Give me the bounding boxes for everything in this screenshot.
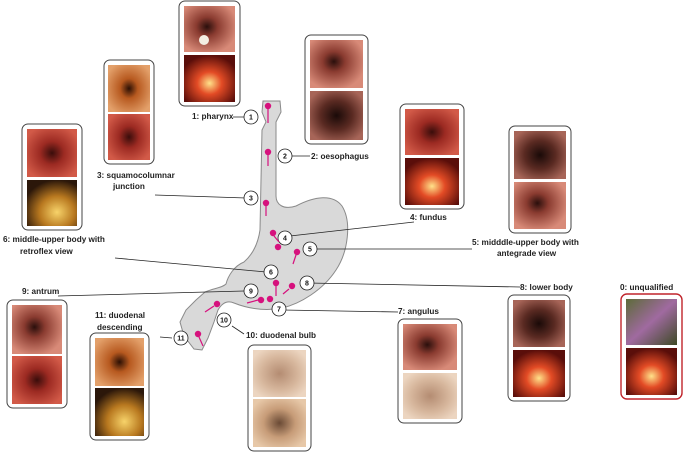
station-11-marker: 11 (173, 330, 189, 346)
label-antrum: 9: antrum (22, 287, 59, 296)
antegrade-image-2 (514, 182, 566, 229)
card-duodenal-bulb (247, 344, 312, 452)
path-dot (272, 279, 280, 287)
label-lower-body: 8: lower body (520, 283, 573, 292)
antegrade-image-1 (514, 131, 566, 179)
label-oesophagus: 2: oesophagus (311, 152, 369, 161)
card-squamocolumnar (103, 59, 155, 165)
bulb-image-2 (253, 399, 306, 447)
station-7-marker: 7 (271, 301, 287, 317)
label-descending-line2: descending (97, 323, 143, 332)
station-8-number: 8 (305, 281, 309, 288)
station-6-number: 6 (269, 270, 273, 277)
station-7-number: 7 (277, 307, 281, 314)
path-dot (266, 295, 274, 303)
path-dot (269, 229, 277, 237)
label-fundus: 4: fundus (410, 213, 447, 222)
oesophagus-image-1 (310, 40, 363, 88)
antrum-image-2 (12, 356, 62, 404)
scope-path-markers (194, 102, 301, 347)
path-dot (213, 300, 221, 308)
card-angulus (397, 318, 463, 424)
unqualified-image-1 (626, 299, 677, 345)
card-lower-body (507, 294, 571, 402)
angulus-image-2 (403, 373, 457, 419)
sqj-image-2 (108, 114, 150, 160)
label-retroflex-line2: retroflex view (20, 247, 73, 256)
label-pharynx: 1: pharynx (192, 112, 234, 121)
station-markers: 1 2 3 4 5 6 7 8 9 10 11 (173, 109, 318, 346)
pharynx-image-1 (184, 6, 235, 52)
station-4-marker: 4 (277, 230, 293, 246)
bulb-image-1 (253, 350, 306, 397)
path-dot (257, 296, 265, 304)
station-9-number: 9 (249, 289, 253, 296)
label-unqualified: 0: unqualified (620, 283, 673, 292)
path-dot (274, 243, 282, 251)
station-6-marker: 6 (263, 264, 279, 280)
station-10-marker: 10 (216, 312, 232, 328)
station-9-marker: 9 (243, 283, 259, 299)
leader-lines (57, 116, 521, 339)
label-angulus: 7: angulus (398, 307, 439, 316)
lower-body-image-1 (513, 300, 565, 347)
retroflex-image-2 (27, 180, 77, 226)
card-pharynx (178, 0, 241, 107)
label-retroflex-line1: 6: middle-upper body with (3, 235, 105, 244)
path-dot (264, 102, 272, 110)
oesophagus-image-2 (310, 91, 363, 140)
card-duodenal-descending (89, 332, 150, 441)
card-unqualified (620, 293, 683, 400)
path-dot (262, 199, 270, 207)
label-sqj-line2: junction (112, 182, 145, 191)
unqualified-image-2 (626, 348, 677, 395)
card-retroflex (21, 123, 83, 231)
label-descending-line1: 11: duodenal (95, 311, 145, 320)
descending-image-2 (95, 388, 144, 436)
lower-body-image-2 (513, 350, 565, 397)
station-8-marker: 8 (299, 275, 315, 291)
path-dot (264, 148, 272, 156)
label-antegrade-line1: 5: midddle-upper body with (472, 238, 579, 247)
path-dot (288, 282, 296, 290)
card-fundus (399, 103, 465, 210)
station-3-number: 3 (249, 196, 253, 203)
fundus-image-1 (405, 109, 459, 155)
retroflex-image-1 (27, 129, 77, 177)
descending-image-1 (95, 338, 144, 386)
station-5-number: 5 (308, 247, 312, 254)
card-antrum (6, 299, 68, 409)
station-labels: 1: pharynx 2: oesophagus 3: squamocolumn… (3, 112, 673, 340)
angulus-image-1 (403, 324, 457, 370)
label-antegrade-line2: antegrade view (497, 249, 557, 258)
card-antegrade (508, 125, 572, 234)
station-2-number: 2 (283, 154, 287, 161)
station-11-number: 11 (177, 336, 185, 343)
fundus-image-2 (405, 158, 459, 205)
station-10-number: 10 (220, 318, 228, 325)
path-dot (194, 330, 202, 338)
station-5-marker: 5 (302, 241, 318, 257)
path-dot (293, 248, 301, 256)
station-2-marker: 2 (277, 148, 293, 164)
label-duodenal-bulb: 10: duodenal bulb (246, 331, 316, 340)
label-sqj-line1: 3: squamocolumnar (97, 171, 176, 180)
antrum-image-1 (12, 305, 62, 354)
station-3-marker: 3 (243, 190, 259, 206)
sqj-image-1 (108, 65, 150, 112)
pharynx-image-2 (184, 55, 235, 102)
card-oesophagus (304, 34, 369, 145)
station-4-number: 4 (283, 236, 287, 243)
station-1-marker: 1 (243, 109, 259, 125)
station-1-number: 1 (249, 115, 253, 122)
